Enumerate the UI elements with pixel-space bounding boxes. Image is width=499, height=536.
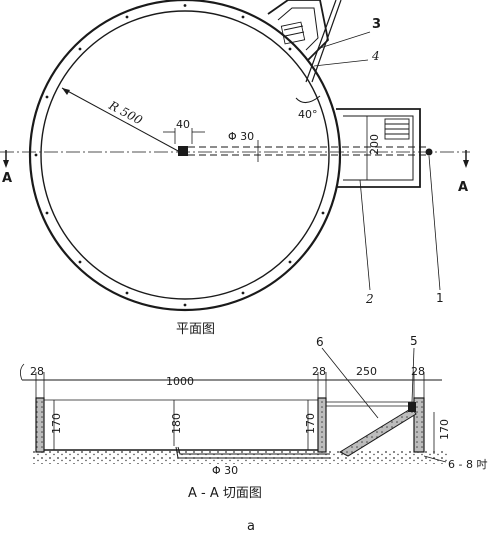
h170-left: 170 <box>50 413 63 434</box>
radius-label: R 500 <box>106 98 145 128</box>
section-title: A - A 切面图 <box>188 486 262 501</box>
slope-label: 6 - 8 吋 <box>448 458 487 471</box>
plan-title: 平面图 <box>176 322 215 337</box>
outlet-box-outer <box>336 108 421 188</box>
wall-dots <box>34 4 325 307</box>
wall-left <box>35 397 45 453</box>
tank-outer-wall <box>28 0 342 312</box>
dim-40-top: 40 <box>176 118 190 131</box>
outlet-box-inner <box>343 115 414 181</box>
dim-200: 200 <box>368 134 381 155</box>
wall-right <box>413 397 425 453</box>
ground-soil <box>32 450 447 464</box>
dim-28-mid: 28 <box>312 365 326 378</box>
dim-28-right: 28 <box>411 365 425 378</box>
callout-6: 6 <box>316 335 324 349</box>
dim-1000: 1000 <box>166 375 194 388</box>
callout-3: 3 <box>372 17 381 32</box>
angle-arc <box>295 95 321 103</box>
h180: 180 <box>170 413 183 434</box>
dim-250: 250 <box>356 365 377 378</box>
pipe-label-plan: Φ 30 <box>228 130 254 143</box>
callout-5: 5 <box>410 334 418 348</box>
ramp <box>338 407 417 457</box>
chute-line-b <box>311 0 342 83</box>
figure-letter: a <box>247 519 255 534</box>
callout-4: 4 <box>371 49 380 63</box>
wall-mid <box>317 397 327 453</box>
radius-arrow-icon <box>62 88 70 95</box>
outlet-valve <box>425 148 433 156</box>
inlet-grate <box>280 21 306 45</box>
inlet-box-inner <box>277 7 319 51</box>
chute-line-a <box>305 0 337 83</box>
inlet-box-outer <box>267 0 329 61</box>
section-arrow-right-icon <box>463 160 469 168</box>
h170-mid: 170 <box>304 413 317 434</box>
section-arrow-left-icon <box>3 160 9 168</box>
callout-2: 2 <box>365 292 374 306</box>
h170-right: 170 <box>438 419 451 440</box>
radius-line <box>61 87 181 153</box>
callout-1: 1 <box>436 291 444 305</box>
tank-inner-wall <box>40 10 330 300</box>
dim-28-left: 28 <box>30 365 44 378</box>
ramp-top-block <box>408 402 416 412</box>
section-view: 28 1000 28 250 28 Φ 30 170 180 170 17 <box>20 334 487 501</box>
section-mark-right: A <box>458 180 468 195</box>
plan-view: R 500 40 Φ 30 A A 200 <box>0 0 470 337</box>
angle-label: 40° <box>298 108 318 121</box>
section-mark-left: A <box>2 171 12 186</box>
center-drain <box>178 146 188 156</box>
pipe-label-section: Φ 30 <box>212 464 238 477</box>
bottom-pipe <box>177 446 330 455</box>
